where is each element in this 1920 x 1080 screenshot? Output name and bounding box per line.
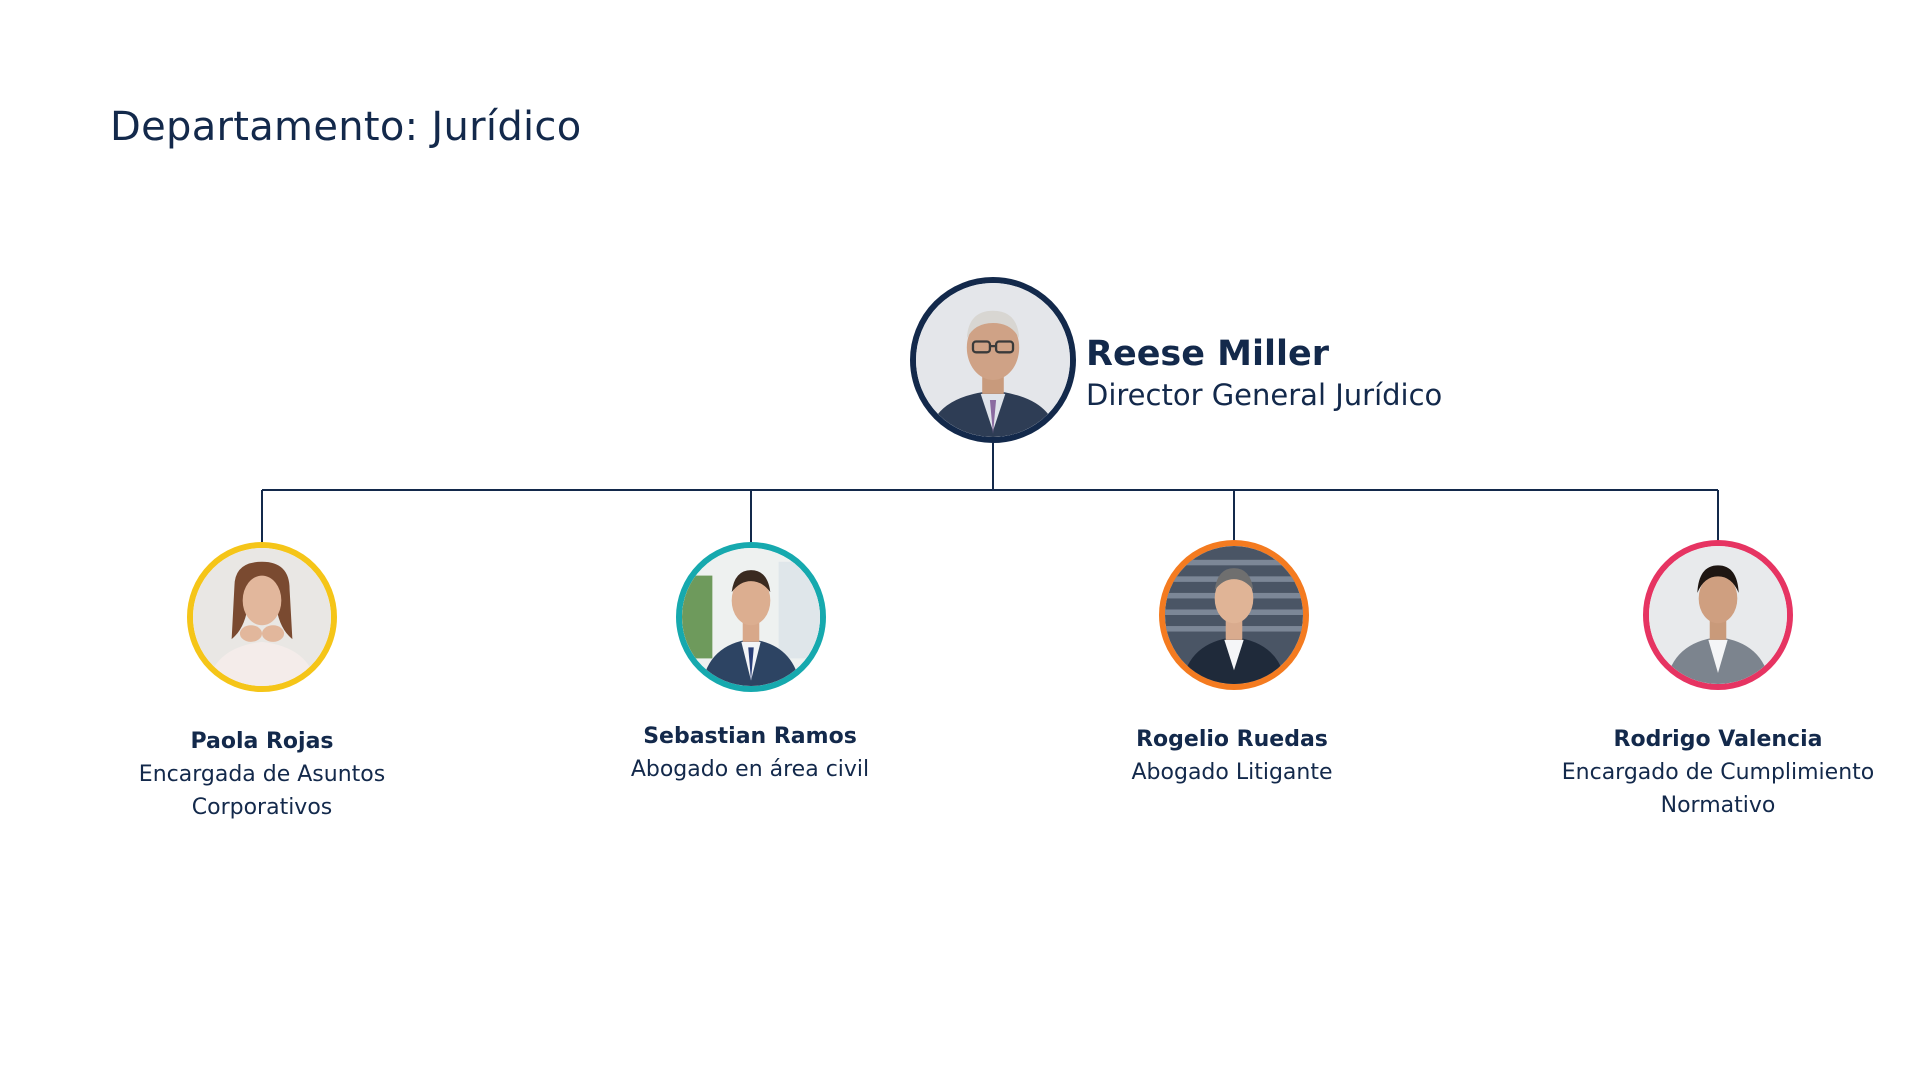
person-photo-icon [1649, 546, 1787, 684]
member-name: Sebastian Ramos [643, 724, 857, 749]
director-avatar [910, 277, 1076, 443]
director-role: Director General Jurídico [1086, 378, 1443, 412]
member-avatar-rogelio-ruedas [1159, 540, 1309, 690]
member-name: Rogelio Ruedas [1136, 727, 1328, 752]
page-title: Departamento: Jurídico [110, 104, 582, 150]
director-name: Reese Miller [1086, 334, 1330, 374]
member-avatar-paola-rojas [187, 542, 337, 692]
member-name: Paola Rojas [190, 729, 334, 754]
member-role: Encargada de Asuntos Corporativos [138, 762, 386, 820]
member-info-rogelio-ruedas: Rogelio Ruedas Abogado Litigante [1062, 724, 1402, 789]
member-name: Rodrigo Valencia [1613, 727, 1823, 752]
person-photo-icon [193, 548, 331, 686]
member-avatar-sebastian-ramos [676, 542, 826, 692]
director-info: Reese Miller Director General Jurídico [1086, 332, 1442, 414]
member-role: Encargado de Cumplimiento Normativo [1561, 760, 1875, 818]
member-role: Abogado Litigante [1131, 760, 1333, 785]
member-info-rodrigo-valencia: Rodrigo Valencia Encargado de Cumplimien… [1548, 724, 1888, 822]
member-role: Abogado en área civil [630, 757, 870, 782]
member-info-sebastian-ramos: Sebastian Ramos Abogado en área civil [580, 721, 920, 786]
member-info-paola-rojas: Paola Rojas Encargada de Asuntos Corpora… [92, 726, 432, 824]
person-photo-icon [1165, 546, 1303, 684]
person-photo-icon [682, 548, 820, 686]
member-avatar-rodrigo-valencia [1643, 540, 1793, 690]
person-photo-icon [916, 283, 1070, 437]
